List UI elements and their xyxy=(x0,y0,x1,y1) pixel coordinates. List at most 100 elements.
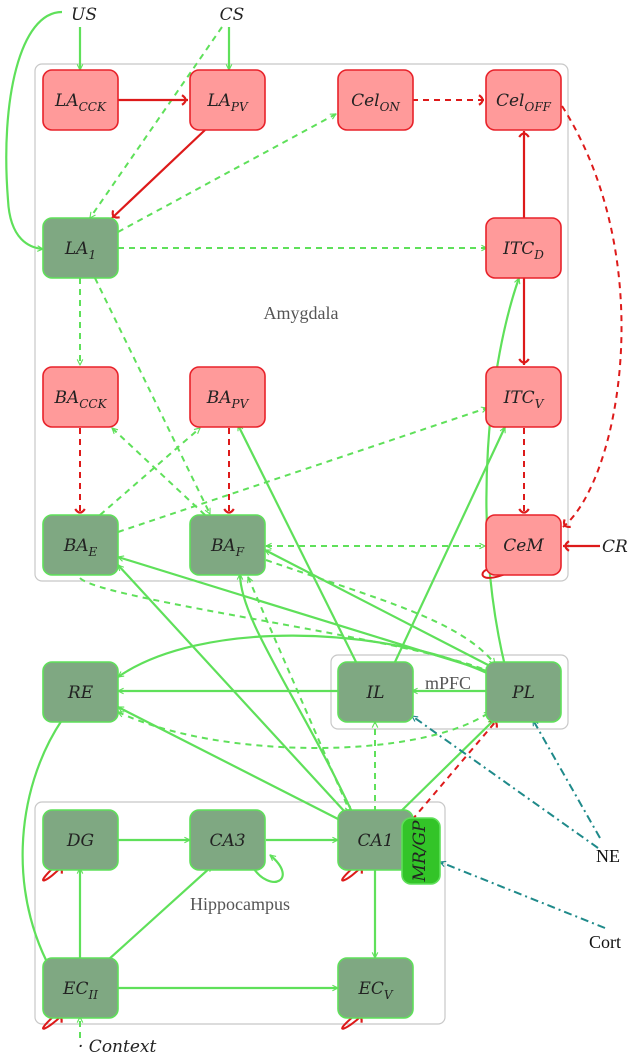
node-itc-d: ITCD xyxy=(485,217,562,279)
node-la-1: LA1 xyxy=(42,217,119,279)
node-label-main: BA xyxy=(53,388,79,408)
node-label-main: LA xyxy=(54,91,79,111)
region-amygdala: Amygdala xyxy=(34,63,569,582)
input-label-context: · Context xyxy=(78,1037,156,1057)
node-box xyxy=(337,69,414,131)
node-box xyxy=(485,366,562,428)
node-label-main: Cel xyxy=(351,91,380,111)
node-label: ECII xyxy=(62,979,98,1002)
edge-ca1-to-baf xyxy=(240,574,353,813)
node-ba-cck: BACCK xyxy=(42,366,119,428)
node-box xyxy=(485,217,562,279)
input-label-cs: CS xyxy=(220,5,245,25)
edge-ca1-to-pl xyxy=(391,720,494,821)
node-label: CeM xyxy=(503,536,544,556)
node-label-subscript: D xyxy=(533,248,544,262)
node-label-main: LA xyxy=(64,239,89,259)
node-label: LAPV xyxy=(206,91,249,114)
modulator-label-cort: Cort xyxy=(589,932,621,952)
edge-ne-to-pl xyxy=(532,720,601,839)
node-label: PL xyxy=(511,683,535,703)
edge-ca1-to-bae xyxy=(118,565,346,813)
node-pl: PL xyxy=(485,661,562,723)
node-box xyxy=(401,817,441,885)
node-label-subscript: CCK xyxy=(79,397,107,411)
node-il: IL xyxy=(337,661,414,723)
edge-baf-to-bacck xyxy=(112,428,206,516)
node-re: RE xyxy=(42,661,119,723)
node-ba-pv: BAPV xyxy=(189,366,266,428)
node-box xyxy=(337,957,414,1019)
node-box xyxy=(42,661,119,723)
node-label-main: EC xyxy=(357,979,383,999)
node-label: BAPV xyxy=(206,388,250,411)
edge-mrgp-to-pl-inhib xyxy=(411,719,498,821)
node-label-subscript: V xyxy=(384,988,394,1002)
node-label: ECV xyxy=(357,979,393,1002)
node-label-main: RE xyxy=(67,683,94,703)
edge-pl-to-re xyxy=(118,634,488,678)
node-label-main: Cel xyxy=(496,91,525,111)
node-ec-v: ECV xyxy=(337,957,414,1019)
node-label: BAF xyxy=(210,536,245,559)
edge-us-to-la1 xyxy=(5,10,63,249)
node-label-subscript: II xyxy=(87,988,98,1002)
node-label-main: IL xyxy=(365,683,384,703)
node-ba-e: BAE xyxy=(42,514,119,576)
node-box xyxy=(42,514,119,576)
node-label: BACCK xyxy=(53,388,107,411)
region-label-amygdala: Amygdala xyxy=(264,303,339,323)
edge-re-pl-dashed xyxy=(118,711,490,749)
modulator-label-ne: NE xyxy=(596,846,620,866)
node-label-subscript: ON xyxy=(380,100,401,114)
output-label-cr: CR xyxy=(602,537,628,557)
node-cel-on: CelON xyxy=(337,69,414,131)
node-label-main: CA3 xyxy=(209,831,245,851)
node-label: LA1 xyxy=(64,239,96,262)
edge-ne-to-il xyxy=(412,715,599,849)
node-dg: DG xyxy=(42,809,119,871)
edge-cort-to-mrgp xyxy=(440,862,606,929)
node-label-subscript: V xyxy=(535,397,545,411)
edge-baf-ca1 xyxy=(247,577,351,812)
edge-ca3-self xyxy=(251,854,284,883)
node-label: CelOFF xyxy=(496,91,552,114)
connection-edges xyxy=(5,10,623,1038)
node-box xyxy=(485,514,562,576)
node-label: ITCV xyxy=(503,388,545,411)
node-label-main: CA1 xyxy=(357,831,393,851)
node-label-subscript: 1 xyxy=(88,248,96,262)
node-itc-v: ITCV xyxy=(485,366,562,428)
region-label-mpfc: mPFC xyxy=(425,673,471,693)
node-ec-ii: ECII xyxy=(42,957,119,1019)
node-box xyxy=(189,366,266,428)
external-labels: US CS CR NE Cort · Context xyxy=(71,5,628,1057)
edge-cs-to-la1 xyxy=(89,26,223,218)
node-box xyxy=(42,809,119,871)
node-box xyxy=(337,661,414,723)
node-label-main: DG xyxy=(66,831,94,851)
node-label-main: ITC xyxy=(503,388,535,408)
node-label: ITCD xyxy=(502,239,544,262)
node-box xyxy=(189,69,266,131)
node-label-subscript: E xyxy=(88,545,98,559)
node-box xyxy=(189,809,266,871)
edge-pl-to-itcd xyxy=(485,278,519,667)
node-cem: CeM xyxy=(485,514,562,576)
node-label: RE xyxy=(67,683,94,703)
node-label-subscript: CCK xyxy=(79,100,107,114)
node-box xyxy=(42,957,119,1019)
node-ba-f: BAF xyxy=(189,514,266,576)
node-ca3: CA3 xyxy=(189,809,266,871)
edge-la1-to-celon xyxy=(117,113,336,233)
edge-pl-to-baf xyxy=(265,549,491,667)
node-label-subscript: OFF xyxy=(525,100,552,114)
node-label-main: BA xyxy=(206,388,232,408)
node-box xyxy=(485,69,562,131)
node-label: CA1 xyxy=(357,831,393,851)
region-label-hippocampus: Hippocampus xyxy=(190,894,290,914)
node-label: CelON xyxy=(351,91,400,114)
node-box xyxy=(189,514,266,576)
